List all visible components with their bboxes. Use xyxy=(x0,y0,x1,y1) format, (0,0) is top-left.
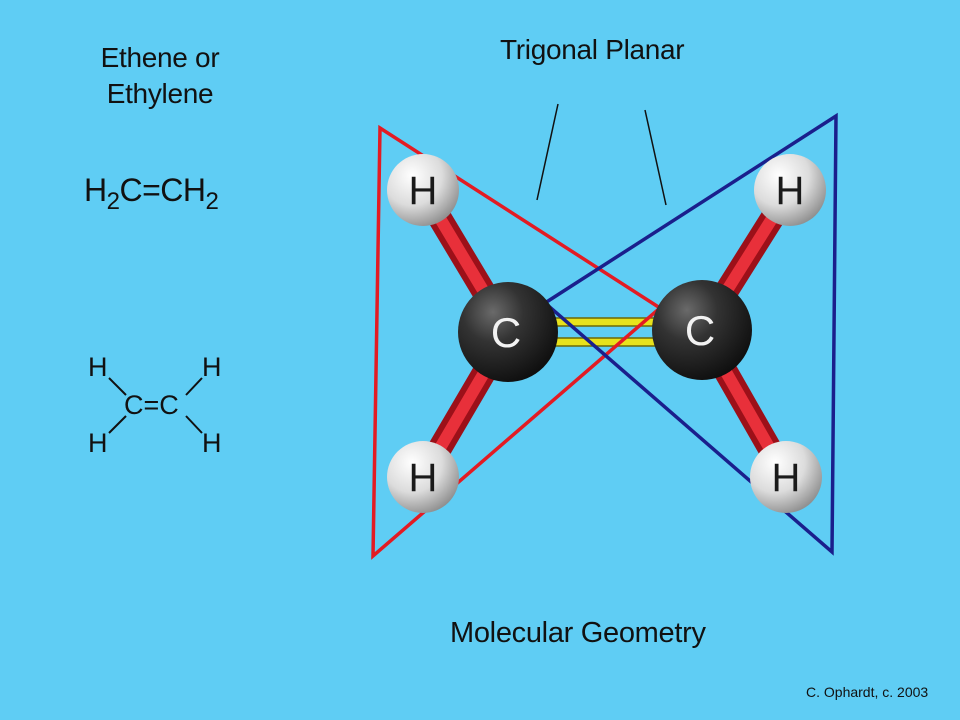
hydrogen-sphere xyxy=(754,154,826,226)
struct-bond-bl xyxy=(108,415,127,434)
molecule-name: Ethene or Ethylene xyxy=(60,40,260,112)
struct-bond-tl xyxy=(108,377,127,396)
atom-label-h: H xyxy=(772,456,801,500)
molecule-name-line1: Ethene or xyxy=(100,42,220,73)
double-bond xyxy=(539,317,671,347)
carbon-sphere xyxy=(652,280,752,380)
hydrogen-sphere xyxy=(750,441,822,513)
hydrogen-sphere xyxy=(387,441,459,513)
struct-h-bottom-right: H xyxy=(202,428,222,458)
formula-h1: H xyxy=(84,172,107,208)
struct-h-bottom-left: H xyxy=(88,428,108,458)
atom-label-h: H xyxy=(409,169,438,213)
hydrogen-sphere xyxy=(387,154,459,226)
hydrogen-atom-right-bottom: H xyxy=(750,441,822,513)
atom-label-c: C xyxy=(491,309,521,356)
formula-sub2: 2 xyxy=(205,188,219,215)
trigonal-planar-label: Trigonal Planar xyxy=(500,34,685,65)
structural-formula: H H C=C H H xyxy=(88,352,222,458)
struct-bond-br xyxy=(185,415,203,434)
molecule-name-line2: Ethylene xyxy=(106,78,214,109)
struct-h-top-left: H xyxy=(88,352,108,382)
carbon-atom-left: C xyxy=(458,282,558,382)
double-bond-upper xyxy=(539,317,671,327)
formula-sub1: 2 xyxy=(106,188,120,215)
struct-bond-tr xyxy=(185,377,203,396)
hydrogen-atom-left-top: H xyxy=(387,154,459,226)
pointer-line-right xyxy=(644,109,667,206)
molecular-geometry-label: Molecular Geometry xyxy=(450,617,706,649)
carbon-atom-right: C xyxy=(652,280,752,380)
atom-label-h: H xyxy=(776,169,805,213)
carbon-sphere xyxy=(458,282,558,382)
struct-h-top-right: H xyxy=(202,352,222,382)
right-trigonal-triangle xyxy=(542,112,838,556)
formula-mid: C=CH xyxy=(119,172,206,208)
struct-carbons: C=C xyxy=(124,390,179,420)
atom-label-c: C xyxy=(685,307,715,354)
pointer-line-left xyxy=(536,103,559,201)
credit-label: C. Ophardt, c. 2003 xyxy=(806,684,929,700)
left-trigonal-triangle xyxy=(371,124,663,560)
double-bond-lower xyxy=(539,337,671,347)
hydrogen-atom-left-bottom: H xyxy=(387,441,459,513)
atom-label-h: H xyxy=(409,456,438,500)
condensed-formula: H2C=CH2 xyxy=(84,172,219,214)
hydrogen-atom-right-top: H xyxy=(754,154,826,226)
